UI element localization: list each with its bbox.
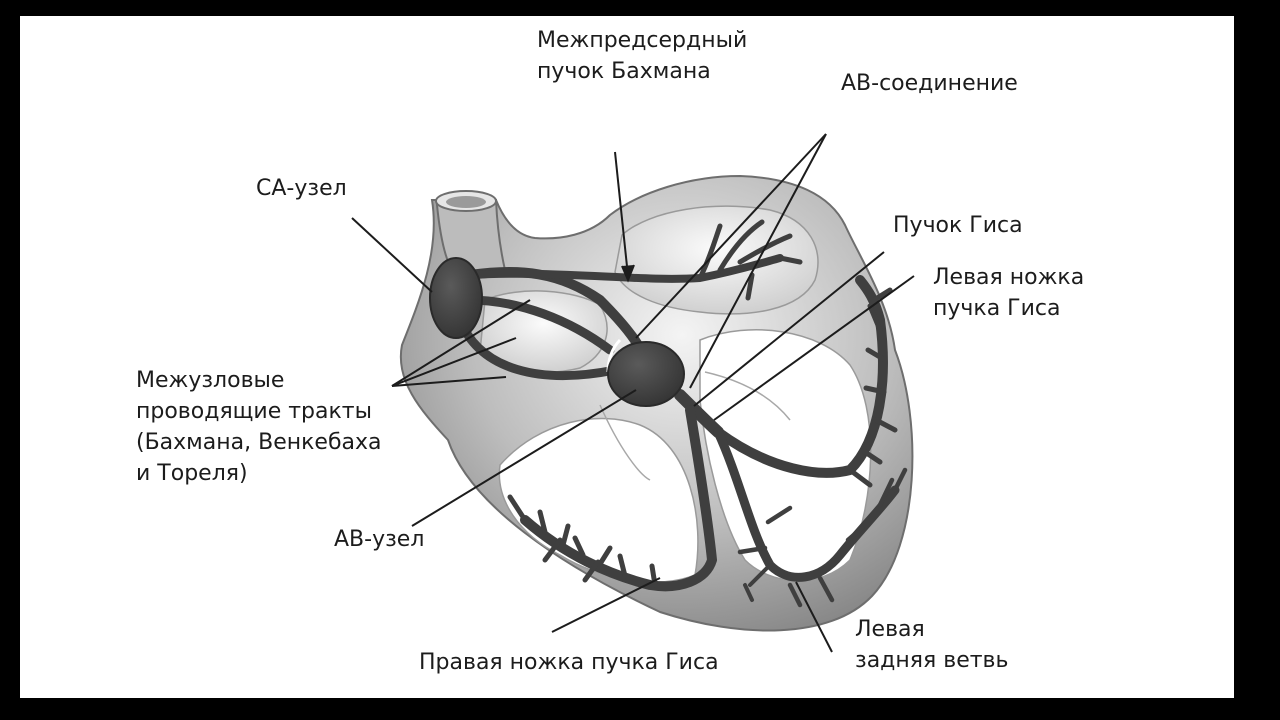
left-ventricle-chamber bbox=[699, 329, 872, 582]
leader-sa-node bbox=[351, 217, 433, 293]
label-his-bundle: Пучок Гиса bbox=[893, 210, 1023, 241]
leader-av-junction-2 bbox=[689, 133, 827, 389]
label-line: Пучок Гиса bbox=[893, 213, 1023, 238]
septum-contour bbox=[599, 371, 791, 481]
leader-left-bundle bbox=[713, 275, 915, 421]
label-line: СА-узел bbox=[256, 176, 347, 201]
leader-internodal-1 bbox=[391, 299, 531, 387]
label-line: пучка Гиса bbox=[933, 296, 1061, 321]
left-atrium-chamber bbox=[614, 205, 819, 315]
leader-bachmann bbox=[614, 151, 629, 277]
internodal-tract-middle bbox=[463, 295, 615, 355]
leader-av-node bbox=[411, 389, 637, 527]
label-line: Межпредсердный bbox=[537, 28, 748, 53]
leader-internodal-3 bbox=[391, 376, 507, 387]
label-bachmann-bundle: Межпредсердный пучок Бахмана bbox=[537, 25, 747, 87]
label-line: (Бахмана, Венкебаха bbox=[136, 430, 382, 455]
leader-right-bundle bbox=[551, 577, 661, 633]
label-line: АВ-соединение bbox=[841, 71, 1018, 96]
label-left-posterior-fascicle: Левая задняя ветвь bbox=[855, 614, 1008, 676]
label-line: Левая ножка bbox=[933, 265, 1085, 290]
leader-lines bbox=[351, 133, 915, 653]
label-av-node: АВ-узел bbox=[334, 524, 424, 555]
label-line: АВ-узел bbox=[334, 527, 425, 552]
leader-av-junction-1 bbox=[635, 133, 827, 339]
left-posterior-fascicle-tract bbox=[713, 427, 900, 582]
label-line: проводящие тракты bbox=[136, 399, 372, 424]
label-line: задняя ветвь bbox=[855, 648, 1009, 673]
arrow-bachmann bbox=[621, 264, 635, 283]
av-node bbox=[607, 341, 685, 407]
label-line: и Тореля) bbox=[136, 461, 248, 486]
label-internodal-tracts: Межузловые проводящие тракты (Бахмана, В… bbox=[136, 365, 382, 489]
label-av-junction: АВ-соединение bbox=[841, 68, 1018, 99]
leader-his-bundle bbox=[693, 251, 885, 407]
label-line: Левая bbox=[855, 617, 925, 642]
conduction-system bbox=[455, 219, 908, 608]
right-bundle-branch-tract bbox=[520, 405, 717, 592]
label-right-bundle-branch: Правая ножка пучка Гиса bbox=[419, 647, 719, 678]
label-left-bundle-branch: Левая ножка пучка Гиса bbox=[933, 262, 1084, 324]
label-sa-node: СА-узел bbox=[256, 173, 347, 204]
internodal-tract-posterior bbox=[455, 315, 620, 380]
label-line: Правая ножка пучка Гиса bbox=[419, 650, 719, 675]
leader-internodal-2 bbox=[391, 337, 517, 387]
label-line: Межузловые bbox=[136, 368, 285, 393]
label-line: пучок Бахмана bbox=[537, 59, 711, 84]
sa-node bbox=[429, 257, 483, 339]
leader-left-posterior bbox=[795, 581, 833, 653]
